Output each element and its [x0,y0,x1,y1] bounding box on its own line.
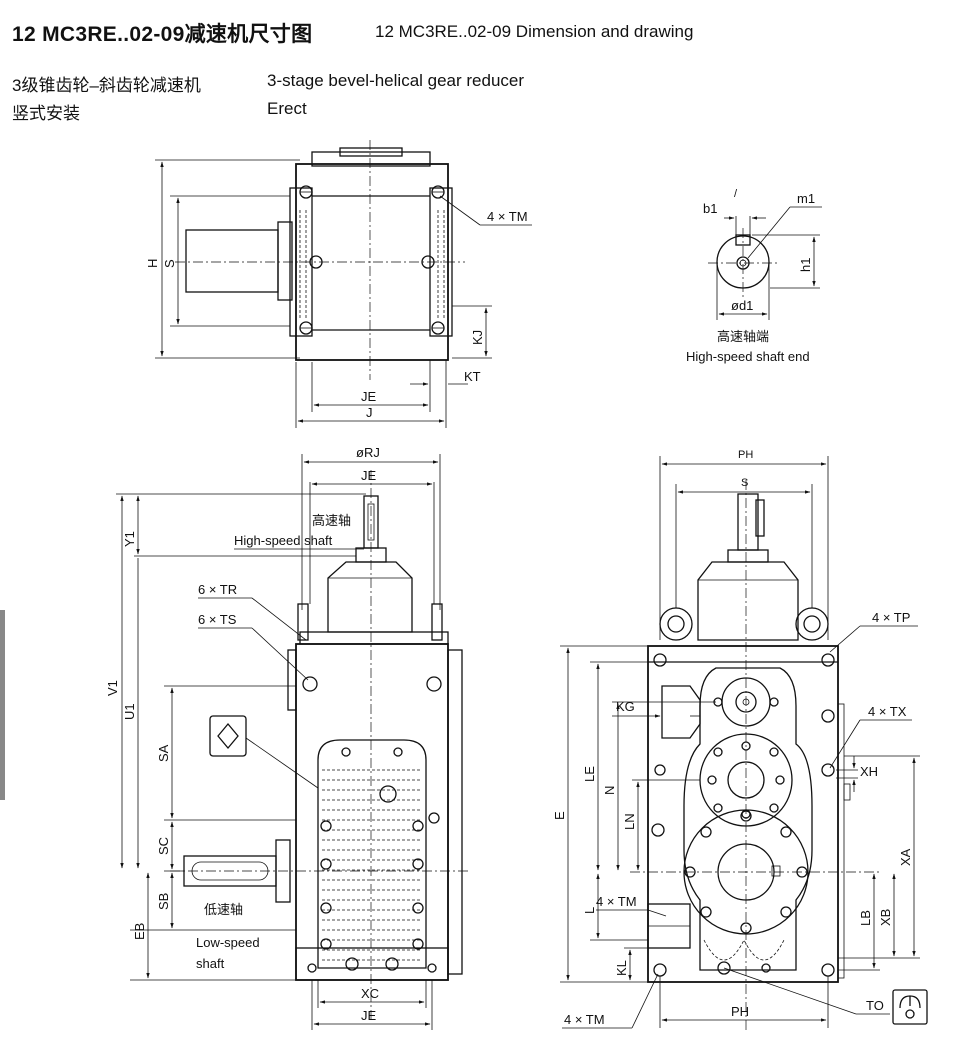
dim-m1-label: m1 [797,191,815,206]
dim-kg-label: KG [616,699,635,714]
dim-d1-label: ød1 [731,298,753,313]
dim-xa-label: XA [898,848,913,866]
dim-lb-label: LB [858,910,873,926]
dim-rj-label: øRJ [356,445,380,460]
ls-shaft-label-english-1: Low-speed [196,935,260,950]
ts-label: 6 × TS [198,612,237,627]
tx-label: 4 × TX [868,704,907,719]
dim-kl-label: KL [614,960,629,976]
dim-b1-label: b1 [703,201,717,216]
dim-n-label: N [602,786,617,795]
dim-je-front-top-label: JE [361,468,377,483]
dim-s-label: S [162,259,177,268]
subtitle-mount-english: Erect [267,99,307,118]
dim-le-label: LE [582,766,597,782]
subtitle-mount-chinese: 竖式安装 [12,104,80,123]
dim-h-label: H [145,259,160,268]
title-english: 12 MC3RE..02-09 Dimension and drawing [375,22,694,41]
dim-e-label: E [552,811,567,820]
top-view: H S 4 × TM KJ KT JE J [145,140,532,428]
ls-shaft-label-english-2: shaft [196,956,225,971]
title-chinese: 12 MC3RE..02-09减速机尺寸图 [12,23,313,46]
drain-plug-icon [892,989,928,1025]
hs-shaft-label-english: High-speed shaft [234,533,333,548]
side-view: PH S 4 × TP 4 × TX XH KG E LE N [552,449,928,1030]
dim-xh-label: XH [860,764,878,779]
dim-xb-label: XB [878,909,893,926]
dim-eb-label: EB [132,923,147,940]
shaft-end-caption-chinese: 高速轴端 [717,329,769,344]
tp-label: 4 × TP [872,610,910,625]
ls-shaft-label-chinese: 低速轴 [204,902,243,917]
dim-l-label: L [582,907,597,914]
dim-h1-label: h1 [798,258,813,272]
subtitle-type-chinese: 3级锥齿轮–斜齿轮减速机 [12,76,201,95]
shaft-end-detail: b1 / m1 h1 ød1 高速轴端 High-speed shaft end [686,188,822,364]
tm-bottom-label: 4 × TM [564,1012,605,1027]
top-tm-label: 4 × TM [487,209,528,224]
dim-j-label: J [366,405,373,420]
dim-v1-label: V1 [105,680,120,696]
dim-kj-label: KJ [470,330,485,345]
dim-je-bottom-label: JE [361,1008,377,1023]
dim-y1-label: Y1 [122,531,137,547]
dim-ph-top-label: PH [738,449,753,461]
header: 12 MC3RE..02-09减速机尺寸图 12 MC3RE..02-09 Di… [0,0,960,140]
dim-kt-label: KT [464,369,481,384]
dim-sb-label: SB [156,893,171,910]
subtitle-type-english: 3-stage bevel-helical gear reducer [267,71,525,90]
dim-sa-label: SA [156,744,171,762]
tr-label: 6 × TR [198,582,237,597]
page-edge-tab [0,610,5,800]
dim-sc-label: SC [156,837,171,855]
dim-u1-label: U1 [122,703,137,720]
to-label: TO [866,998,884,1013]
shaft-end-caption-english: High-speed shaft end [686,349,810,364]
dim-b1-prime-mark: / [734,188,738,200]
dim-je-top-label: JE [361,389,377,404]
dim-s-side-label: S [741,477,748,489]
front-view: øRJ JE 高速轴 High-speed shaft Y1 V1 U1 6 ×… [105,445,470,1030]
dim-xc-label: XC [361,986,379,1001]
tm-mid-label: 4 × TM [596,894,637,909]
dim-ln-label: LN [622,813,637,830]
dim-ph-bottom-label: PH [731,1004,749,1019]
hs-shaft-label-chinese: 高速轴 [312,513,351,528]
